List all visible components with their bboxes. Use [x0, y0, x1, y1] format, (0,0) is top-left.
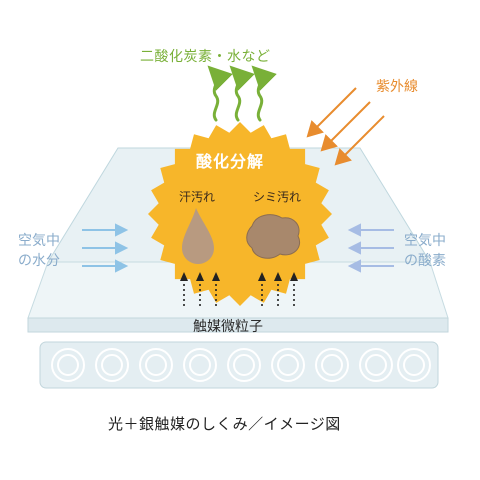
particle-arrow-icon [274, 272, 282, 306]
uv-arrow-icon [334, 115, 385, 166]
sweat-drop-icon [182, 208, 214, 264]
particle-arrow-icon [212, 272, 220, 306]
air-moisture-label-line2: の水分 [18, 253, 60, 269]
sweat-stain-label: 汗汚れ [179, 190, 216, 204]
air-arrow-icon [82, 223, 129, 237]
stain-blob-icon [246, 214, 300, 259]
particle-arrow-icon [180, 272, 188, 306]
steam-arrow-icon [251, 65, 277, 122]
uv-label: 紫外線 [376, 79, 418, 95]
particle-arrow-icon [258, 272, 266, 306]
air-oxygen-label-line1: 空気中 [404, 233, 446, 249]
spot-stain-label: シミ汚れ [253, 190, 302, 204]
fabric-layer [27, 147, 449, 389]
air-arrows-left [82, 223, 129, 273]
uv-arrow-icon [320, 101, 371, 152]
fabric-loops [51, 348, 431, 382]
oxidation-label: 酸化分解 [196, 152, 265, 171]
air-oxygen-label-line2: の酸素 [404, 253, 446, 269]
particle-arrows [180, 272, 298, 306]
air-arrow-icon [347, 223, 394, 237]
particle-arrow-icon [196, 272, 204, 306]
steam-arrows [207, 65, 277, 122]
uv-arrow-icon [306, 87, 357, 138]
products-label: 二酸化炭素・水など [140, 49, 271, 65]
steam-arrow-icon [207, 65, 233, 122]
particle-arrow-icon [290, 272, 298, 306]
air-arrow-icon [82, 241, 129, 255]
catalyst-label: 触媒微粒子 [193, 319, 263, 335]
air-arrow-icon [347, 241, 394, 255]
air-arrow-icon [82, 259, 129, 273]
air-arrow-icon [347, 259, 394, 273]
uv-arrows [306, 87, 385, 166]
steam-arrow-icon [229, 65, 255, 122]
air-arrows-right [347, 223, 394, 273]
air-moisture-label-line1: 空気中 [18, 233, 60, 249]
figure-caption: 光＋銀触媒のしくみ／イメージ図 [108, 415, 341, 433]
